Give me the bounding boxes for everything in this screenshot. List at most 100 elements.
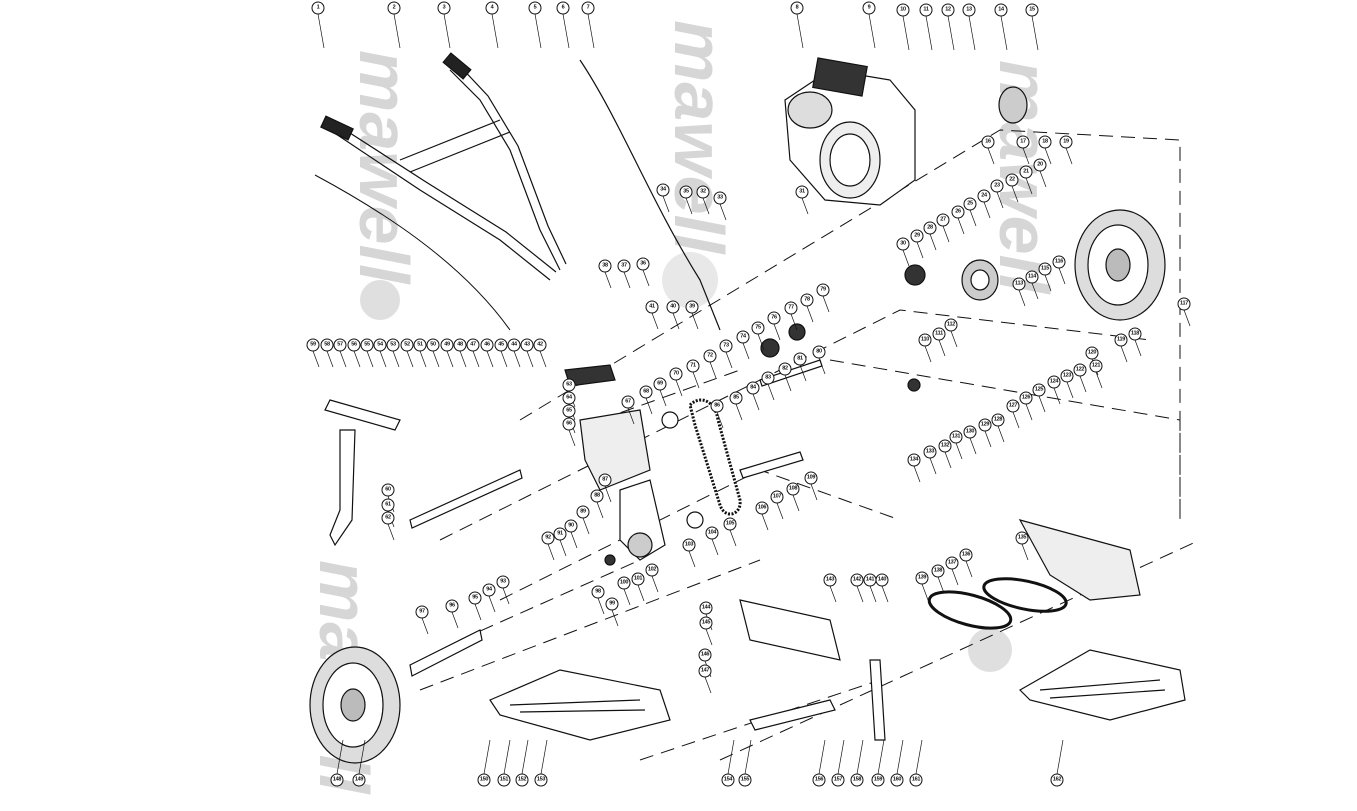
leader-line-161: [915, 739, 923, 775]
callout-34: 34: [656, 183, 670, 197]
callout-111: 111: [932, 327, 946, 341]
leader-line-126: [1025, 403, 1033, 421]
leader-line-124: [1053, 387, 1061, 405]
callout-107: 107: [770, 490, 784, 504]
leader-line-114: [1031, 282, 1039, 300]
callout-89: 89: [576, 505, 590, 519]
callout-144: 144: [699, 601, 713, 615]
callout-70: 70: [669, 367, 683, 381]
callout-2: 2: [387, 1, 401, 15]
callout-118: 118: [1128, 327, 1142, 341]
callout-100: 100: [617, 576, 631, 590]
callout-159: 159: [871, 773, 885, 787]
leader-line-127: [1012, 411, 1020, 429]
leader-line-14: [1000, 15, 1008, 51]
leader-line-137: [951, 568, 959, 586]
leader-line-132: [944, 451, 952, 469]
callout-124: 124: [1047, 375, 1061, 389]
leader-line-19: [1065, 147, 1073, 165]
callout-58: 58: [320, 338, 334, 352]
callout-19: 19: [1059, 135, 1073, 149]
leader-line-92: [547, 543, 555, 561]
leader-line-115: [1044, 274, 1052, 292]
leader-line-106: [761, 513, 769, 531]
callout-98: 98: [591, 585, 605, 599]
callout-145: 145: [699, 616, 713, 630]
leader-line-46: [486, 350, 494, 368]
callout-123: 123: [1060, 369, 1074, 383]
leader-line-76: [773, 323, 781, 341]
callout-138: 138: [931, 564, 945, 578]
leader-line-119: [1120, 345, 1128, 363]
callout-67: 67: [621, 395, 635, 409]
callout-130: 130: [963, 425, 977, 439]
leader-line-62: [387, 523, 395, 541]
callout-29: 29: [910, 229, 924, 243]
callout-39: 39: [685, 300, 699, 314]
hitch-frame: [739, 599, 886, 741]
watermark: mawell mawell mawell mawell: [305, 20, 1063, 795]
callout-86: 86: [710, 399, 724, 413]
leader-line-87: [604, 485, 612, 503]
gearbox-and-column: [564, 364, 666, 561]
leader-line-159: [877, 739, 885, 775]
leader-line-128: [997, 425, 1005, 443]
callout-116: 116: [1052, 255, 1066, 269]
callout-134: 134: [907, 453, 921, 467]
callout-62: 62: [381, 511, 395, 525]
leader-line-110: [924, 345, 932, 363]
leader-line-123: [1066, 381, 1074, 399]
leader-line-134: [913, 465, 921, 483]
leader-line-77: [790, 313, 798, 331]
leader-line-160: [896, 739, 904, 775]
leader-line-2: [393, 13, 401, 49]
leader-line-108: [792, 494, 800, 512]
callout-9: 9: [862, 1, 876, 15]
leader-line-142: [856, 585, 864, 603]
leader-line-37: [623, 271, 631, 289]
callout-31: 31: [795, 185, 809, 199]
leader-line-40: [672, 312, 680, 330]
leader-line-66: [568, 429, 576, 447]
callout-3: 3: [437, 1, 451, 15]
leader-line-111: [938, 339, 946, 357]
callout-57: 57: [333, 338, 347, 352]
callout-99: 99: [605, 597, 619, 611]
callout-22: 22: [1005, 173, 1019, 187]
leader-line-118: [1134, 339, 1142, 357]
leader-line-29: [916, 241, 924, 259]
callout-156: 156: [812, 773, 826, 787]
leader-line-155: [744, 739, 752, 775]
leader-line-24: [983, 201, 991, 219]
callout-162: 162: [1050, 773, 1064, 787]
leader-line-55: [366, 350, 374, 368]
leader-line-23: [996, 191, 1004, 209]
callout-45: 45: [494, 338, 508, 352]
leader-line-94: [488, 595, 496, 613]
leader-line-12: [947, 15, 955, 51]
leader-line-85: [735, 403, 743, 421]
leader-line-9: [868, 13, 876, 49]
callout-6: 6: [556, 1, 570, 15]
leader-line-51: [419, 350, 427, 368]
leader-line-48: [459, 350, 467, 368]
leader-line-135: [1021, 543, 1029, 561]
callout-113: 113: [1012, 277, 1026, 291]
leader-line-13: [968, 15, 976, 51]
callout-147: 147: [698, 664, 712, 678]
callout-131: 131: [949, 430, 963, 444]
leader-line-107: [776, 502, 784, 520]
leader-line-15: [1031, 15, 1039, 51]
leader-line-83: [767, 383, 775, 401]
leader-line-139: [921, 583, 929, 601]
leader-line-7: [587, 13, 595, 49]
callout-13: 13: [962, 3, 976, 17]
callout-92: 92: [541, 531, 555, 545]
callout-38: 38: [598, 259, 612, 273]
leader-line-50: [432, 350, 440, 368]
gears: [604, 264, 926, 566]
callout-103: 103: [682, 538, 696, 552]
leader-line-58: [326, 350, 334, 368]
leader-line-69: [659, 389, 667, 407]
